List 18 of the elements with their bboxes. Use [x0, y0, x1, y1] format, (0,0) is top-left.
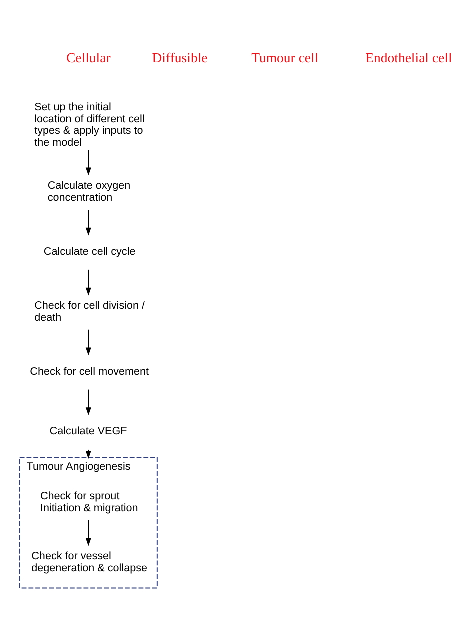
node-text: Check for cell movement: [30, 365, 149, 378]
arrow: [86, 149, 92, 176]
node-text: Check for sprout Initiation & migration: [40, 490, 138, 514]
label: Diffusible: [152, 50, 208, 65]
node-text: Check for vessel degeneration & collapse: [32, 550, 148, 574]
node-text: Calculate VEGF: [50, 425, 128, 438]
label: Cellular: [66, 50, 111, 65]
node-text: Calculate oxygen concentration: [48, 180, 131, 204]
arrow: [86, 519, 92, 546]
arrow: [86, 388, 92, 416]
label: Endothelial cell: [366, 50, 452, 65]
arrow: [86, 209, 92, 236]
node-text: Set up the initial location of different cell types & apply inputs to the model: [34, 100, 145, 148]
node-text: Check for cell division / death: [34, 299, 146, 324]
node-text: Calculate cell cycle: [44, 245, 136, 258]
label: Tumour cell: [252, 50, 319, 65]
arrow: [86, 268, 92, 296]
arrow: [86, 328, 92, 356]
